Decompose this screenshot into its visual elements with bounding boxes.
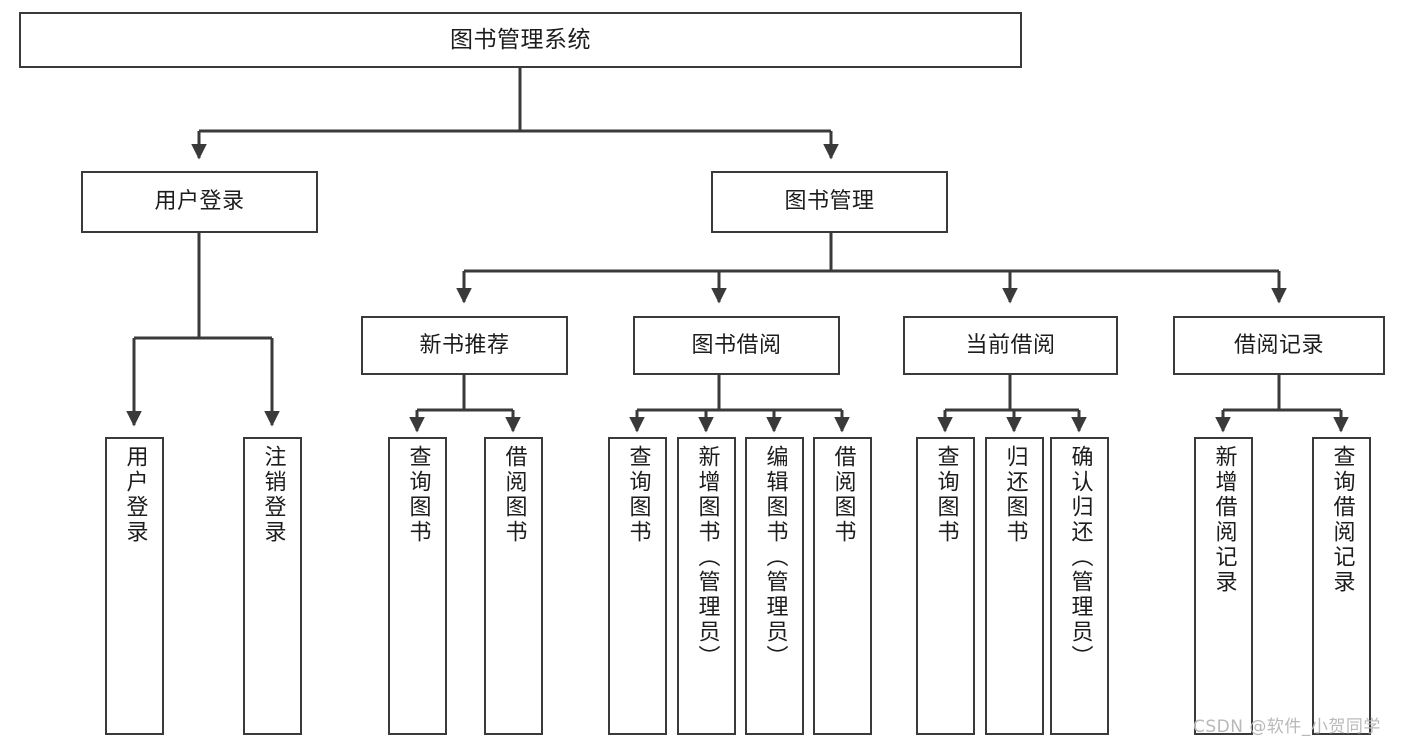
node-borrow-record[interactable]: 借阅记录: [1173, 316, 1385, 375]
node-leaf-add-book[interactable]: 新增图书（管理员）: [677, 437, 736, 735]
node-current-borrow[interactable]: 当前借阅: [903, 316, 1118, 375]
node-label: 图书管理系统: [450, 26, 591, 53]
node-leaf-query-record[interactable]: 查询借阅记录: [1312, 437, 1371, 735]
node-label: 新增图书（管理员）: [694, 445, 720, 670]
node-label: 注销登录: [260, 445, 286, 545]
node-leaf-borrow-book-2[interactable]: 借阅图书: [813, 437, 872, 735]
node-label: 当前借阅: [965, 332, 1056, 358]
csdn-watermark: CSDN @软件_小贺同学: [1193, 717, 1381, 737]
node-book-borrow[interactable]: 图书借阅: [633, 316, 840, 375]
node-label: 借阅记录: [1233, 332, 1324, 358]
node-leaf-edit-book[interactable]: 编辑图书（管理员）: [745, 437, 804, 735]
node-label: 图书管理: [784, 189, 875, 215]
node-leaf-add-record[interactable]: 新增借阅记录: [1194, 437, 1253, 735]
node-leaf-query-book-1[interactable]: 查询图书: [388, 437, 447, 735]
node-label: 借阅图书: [501, 445, 527, 545]
node-leaf-borrow-book-1[interactable]: 借阅图书: [484, 437, 543, 735]
node-leaf-return-book[interactable]: 归还图书: [985, 437, 1044, 735]
node-label: 编辑图书（管理员）: [762, 445, 788, 670]
node-label: 查询图书: [405, 445, 431, 545]
node-label: 查询借阅记录: [1329, 445, 1355, 595]
node-label: 图书借阅: [691, 332, 782, 358]
node-label: 查询图书: [625, 445, 651, 545]
node-label: 新书推荐: [419, 332, 510, 358]
node-label: 确认归还（管理员）: [1067, 445, 1093, 670]
node-label: 用户登录: [122, 445, 148, 545]
node-leaf-confirm-return[interactable]: 确认归还（管理员）: [1050, 437, 1109, 735]
node-root-system[interactable]: 图书管理系统: [19, 12, 1022, 68]
node-leaf-query-book-3[interactable]: 查询图书: [916, 437, 975, 735]
node-label: 新增借阅记录: [1211, 445, 1237, 595]
node-label: 借阅图书: [830, 445, 856, 545]
node-new-book-recommend[interactable]: 新书推荐: [361, 316, 568, 375]
node-leaf-query-book-2[interactable]: 查询图书: [608, 437, 667, 735]
node-leaf-logout[interactable]: 注销登录: [243, 437, 302, 735]
node-user-login[interactable]: 用户登录: [81, 171, 318, 233]
node-label: 归还图书: [1002, 445, 1028, 545]
node-label: 用户登录: [154, 189, 245, 215]
node-label: 查询图书: [933, 445, 959, 545]
node-leaf-user-login[interactable]: 用户登录: [105, 437, 164, 735]
node-book-manage[interactable]: 图书管理: [711, 171, 948, 233]
